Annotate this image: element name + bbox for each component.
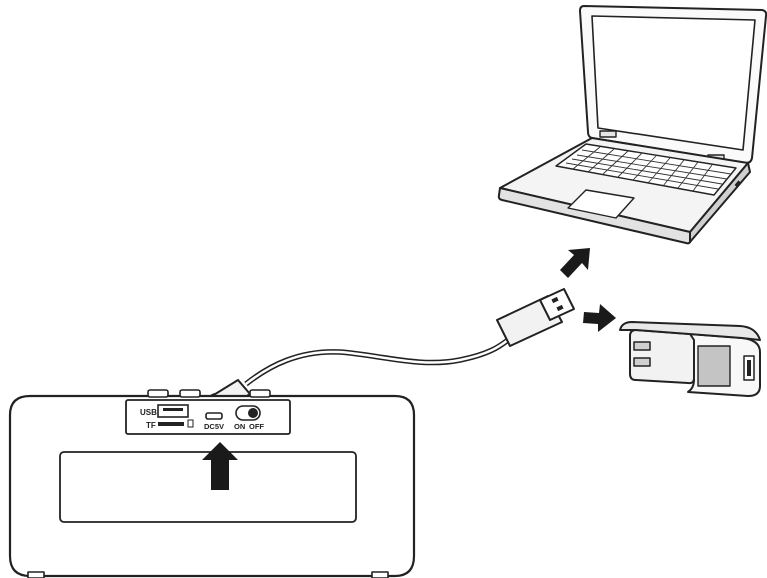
speaker-foot-right: [372, 572, 388, 578]
adapter-front-face: [630, 330, 694, 383]
arrow-to-adapter-icon: [583, 304, 616, 332]
dc-port-label: DC5V: [204, 422, 224, 431]
adapter-prong-top: [634, 342, 650, 350]
speaker-front-window: [60, 452, 356, 522]
speaker-foot-left: [28, 572, 44, 578]
laptop-hinge-left: [600, 131, 616, 137]
power-switch-knob: [248, 408, 258, 418]
switch-off-label: OFF: [249, 422, 264, 431]
dc-port: [206, 413, 222, 419]
speaker-top-button-3: [250, 390, 270, 397]
tf-slot-label: TF: [146, 421, 156, 430]
speaker-top-button-1: [148, 390, 168, 397]
switch-on-label: ON: [234, 422, 245, 431]
speaker-top-button-2: [180, 390, 200, 397]
laptop-screen: [592, 16, 755, 150]
adapter-label-panel: [698, 346, 730, 386]
tf-slot: [158, 422, 184, 426]
usb-port-label: USB: [140, 408, 157, 417]
arrow-to-laptop-icon: [560, 248, 590, 278]
wall-adapter-icon: [620, 322, 760, 396]
adapter-prong-bottom: [634, 358, 650, 366]
laptop-icon: [499, 6, 766, 243]
